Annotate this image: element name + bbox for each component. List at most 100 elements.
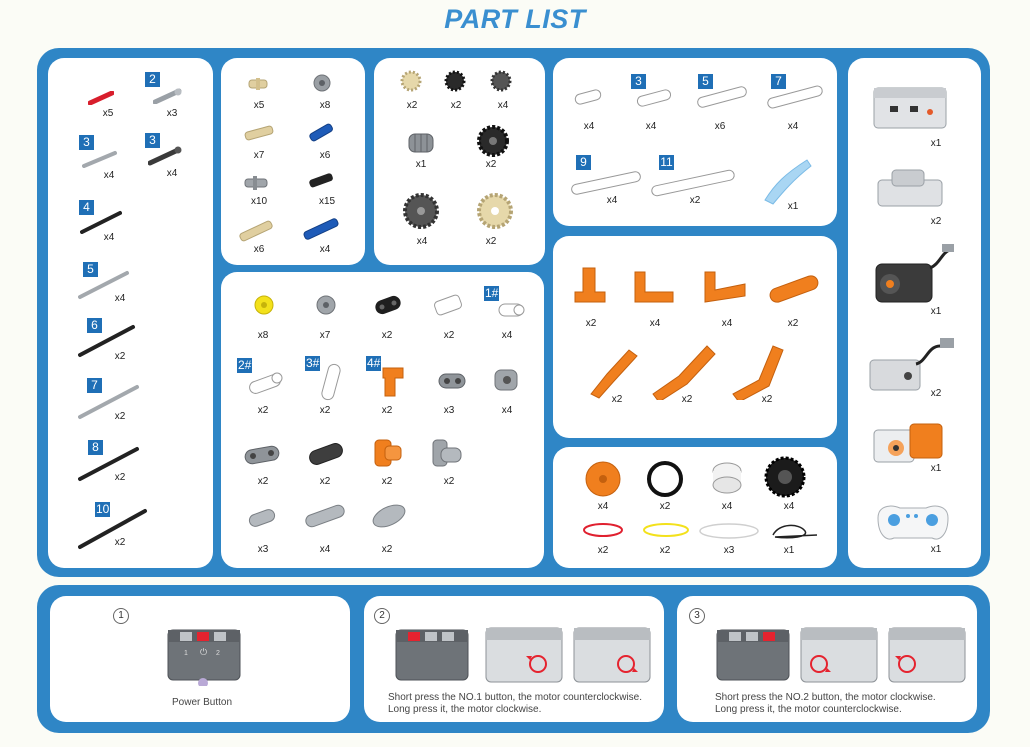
blue-axle-pin-icon (301, 216, 343, 242)
gray-cross-block-icon (437, 368, 469, 394)
hub-button-2-label: 2 (216, 650, 220, 657)
step-number: 2 (374, 608, 390, 624)
step-number: 3 (689, 608, 705, 624)
qty-label: x4 (497, 100, 509, 111)
length-badge: 3 (79, 135, 94, 150)
dark-large-gear-icon (402, 192, 440, 230)
qty-label: x1 (415, 159, 427, 170)
dark-double-connector-icon (307, 440, 347, 468)
qty-label: x2 (319, 405, 331, 416)
qty-label: x4 (721, 318, 733, 329)
orange-beam-icon (767, 268, 823, 308)
qty-label: x4 (416, 236, 428, 247)
beam-11-icon (649, 166, 739, 200)
qty-label: x2 (597, 545, 609, 556)
panel-electronics: x1 x2 x1 x2 x1 x1 (848, 58, 981, 568)
servo-motor-icon (870, 416, 956, 468)
black-gear-icon (444, 70, 466, 92)
step-2-line-1: Short press the NO.1 button, the motor c… (388, 692, 643, 703)
hub-button-1-label: 1 (184, 650, 188, 657)
panel-pins: x5 x8 x7 x6 x10 x15 x6 x4 (221, 58, 365, 265)
gray-axle-icon (78, 270, 130, 300)
step-3-line-2: Long press it, the motor counterclockwis… (715, 704, 902, 715)
qty-label: x6 (319, 150, 331, 161)
orange-l-beam-icon (701, 268, 749, 308)
sensor-icon (874, 164, 946, 212)
qty-label: x7 (253, 150, 265, 161)
length-badge: 9 (576, 155, 591, 170)
gray-axle-pin-icon (153, 88, 183, 104)
panel-orange-beams: x2 x4 x4 x2 x2 x2 x2 (553, 236, 837, 438)
gray-triple-connector-icon (429, 436, 465, 470)
white-connector-icon (433, 292, 463, 318)
medium-motor-icon (866, 334, 958, 394)
yellow-rubber-band-icon (641, 521, 691, 539)
gray-thin-beam-icon (247, 506, 279, 530)
beige-long-pin-icon (243, 124, 277, 142)
worm-gear-icon (406, 130, 436, 156)
qty-label: x1 (930, 306, 942, 317)
white-rubber-band-icon (697, 521, 761, 541)
qty-label: x1 (930, 544, 942, 555)
qty-label: x4 (583, 121, 595, 132)
red-rubber-band-icon (581, 521, 625, 539)
step-number: 1 (113, 608, 129, 624)
black-string-icon (769, 521, 821, 541)
qty-label: x2 (257, 476, 269, 487)
white-angle-element-icon (317, 360, 347, 404)
length-badge: 7 (87, 378, 102, 393)
qty-label: x2 (930, 388, 942, 399)
length-badge: 11 (659, 155, 674, 170)
qty-label: x4 (501, 330, 513, 341)
qty-label: x4 (721, 501, 733, 512)
qty-label: x15 (318, 196, 336, 207)
remote-control-icon (870, 498, 956, 546)
qty-label: x2 (611, 394, 623, 405)
yellow-bush-icon (253, 294, 275, 316)
hub-front-icon (166, 626, 242, 686)
qty-label: x2 (381, 330, 393, 341)
qty-label: x1 (787, 201, 799, 212)
qty-label: x4 (597, 501, 609, 512)
qty-label: x5 (102, 108, 114, 119)
qty-label: x3 (443, 405, 455, 416)
hub-top-ccw-icon (482, 618, 566, 688)
qty-label: x2 (689, 195, 701, 206)
orange-bent-beam-icon (729, 340, 789, 400)
qty-label: x2 (761, 394, 773, 405)
panel-gears: x2 x2 x4 x1 x2 x4 x2 (374, 58, 545, 265)
panel-beams: x4 3 x4 5 x6 7 x4 9 x4 11 x2 x1 (553, 58, 837, 226)
black-axle-icon (78, 446, 140, 482)
qty-label: x8 (319, 100, 331, 111)
orange-double-connector-icon (371, 436, 405, 470)
black-axle-icon (80, 210, 122, 234)
gray-thin-beam-3-icon (303, 502, 349, 530)
page-title: PART LIST (444, 4, 586, 34)
qty-label: x4 (103, 170, 115, 181)
white-rim-icon (709, 459, 745, 497)
step-2-line-2: Long press it, the motor clockwise. (388, 704, 542, 715)
hub-top-cw-icon (797, 618, 881, 688)
qty-label: x3 (257, 544, 269, 555)
gray-double-connector-icon (243, 442, 283, 468)
qty-label: x1 (783, 545, 795, 556)
qty-label: x2 (787, 318, 799, 329)
qty-label: x2 (443, 476, 455, 487)
beige-large-gear-icon (476, 192, 514, 230)
hub-icon (870, 80, 950, 136)
qty-label: x4 (166, 168, 178, 179)
hub-front-icon (394, 626, 470, 686)
step-1-panel: 1 1 ⏻ 2 Power Button (50, 596, 350, 722)
beam-3-icon (635, 88, 675, 108)
black-large-gear-icon (476, 124, 510, 158)
panel-wheels: x4 x2 x4 x4 x2 x2 x3 x1 (553, 447, 837, 568)
type-badge: 3# (305, 356, 321, 371)
type-badge: 2# (237, 358, 253, 373)
panel-axles: x5 2 x3 3 x4 3 x4 4 x4 5 x4 6 x2 7 x2 8 … (48, 58, 213, 568)
qty-label: x2 (319, 476, 331, 487)
qty-label: x2 (485, 236, 497, 247)
step-3-line-1: Short press the NO.2 button, the motor c… (715, 692, 936, 703)
qty-label: x2 (114, 411, 126, 422)
qty-label: x4 (649, 318, 661, 329)
qty-label: x1 (930, 138, 942, 149)
